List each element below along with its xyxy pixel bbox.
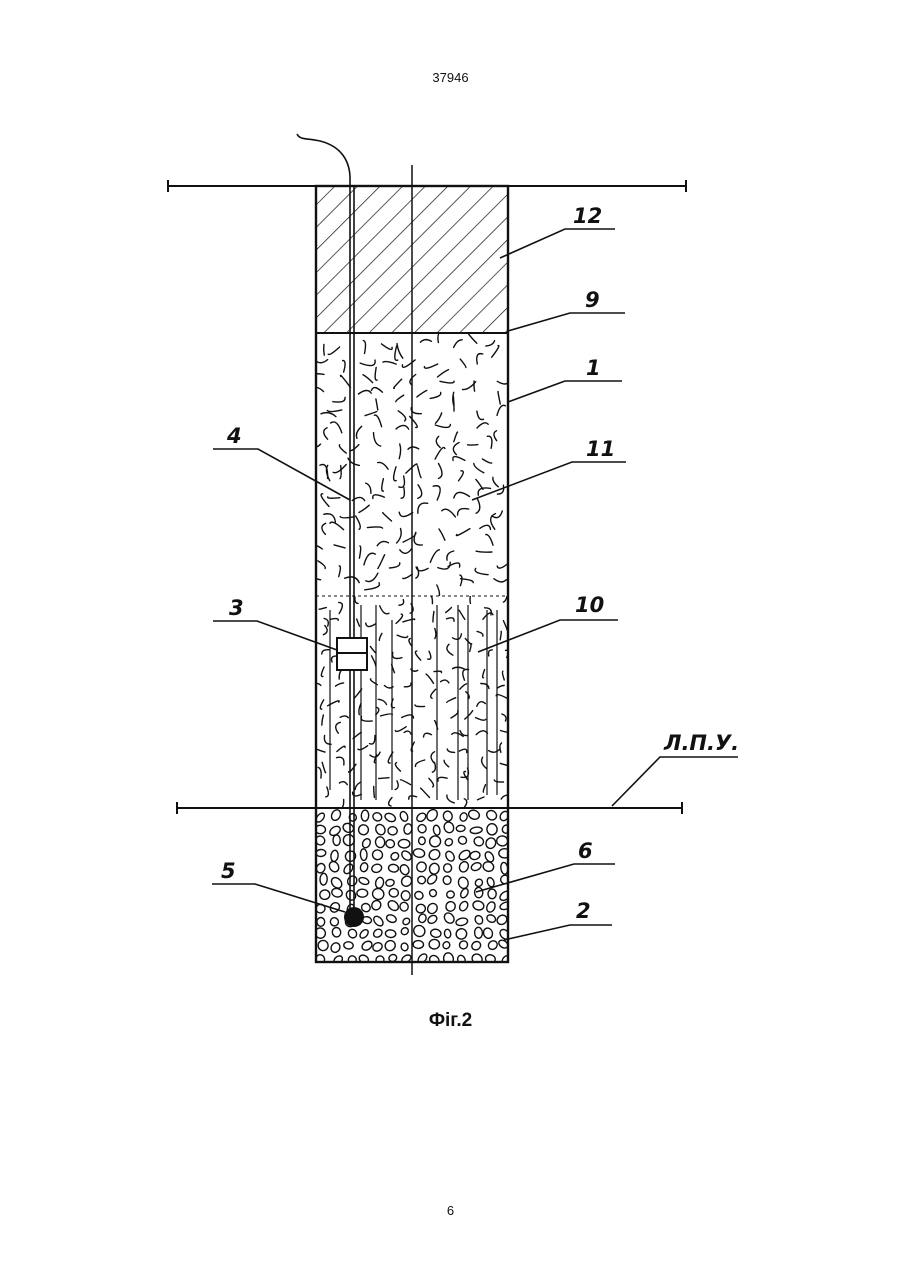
- label-12: 12: [573, 204, 602, 228]
- label-lpu: Л.П.У.: [663, 731, 739, 755]
- sensor-housing: [337, 638, 367, 670]
- gravel-fill-layer: [313, 808, 513, 968]
- label-6: 6: [578, 839, 593, 863]
- sensor-probe: [344, 907, 364, 927]
- drain-mix-layer: [311, 592, 512, 811]
- label-11: 11: [586, 437, 615, 461]
- figure-caption: Фіг.2: [0, 1010, 901, 1032]
- label-3: 3: [229, 596, 244, 620]
- page-number-bottom: 6: [0, 1203, 901, 1218]
- water-level-line: [177, 802, 682, 814]
- label-4: 4: [226, 424, 242, 448]
- label-5: 5: [221, 859, 236, 883]
- label-1: 1: [586, 356, 601, 380]
- label-2: 2: [576, 899, 591, 923]
- label-9: 9: [585, 288, 600, 312]
- label-10: 10: [575, 593, 604, 617]
- fibrous-fill-layer: [308, 331, 511, 599]
